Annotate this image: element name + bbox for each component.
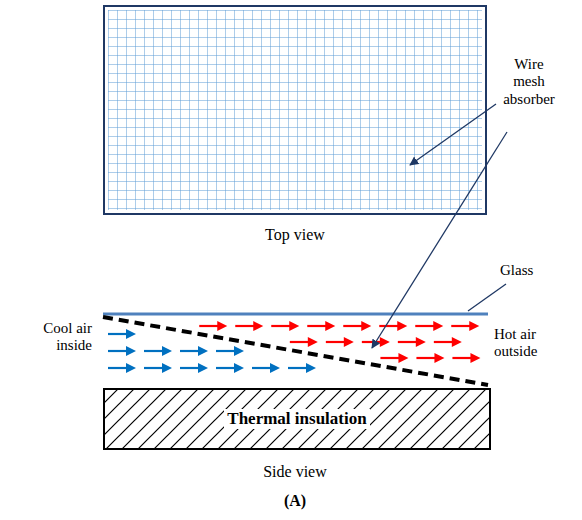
flow-arrow-head [289,321,299,331]
label-text: (A) [195,492,395,510]
flow-arrow-head [452,337,462,347]
flow-arrow [235,325,255,327]
flow-arrow [362,341,382,343]
flow-arrow-head [361,321,371,331]
mesh-outline [104,6,486,214]
flow-arrow-head [162,346,172,356]
flow-arrow [216,350,236,352]
flow-arrow-head [416,337,426,347]
flow-arrow [144,367,164,369]
flow-arrow [451,325,471,327]
air-flow [108,321,480,373]
leader-line [410,104,496,165]
label-text: Cool air inside [6,320,92,355]
flow-arrow-head [470,353,480,363]
glass-cover [103,313,488,316]
flow-arrow [380,357,400,359]
label-text: Hot air outside [494,326,578,361]
flow-arrow-head [344,337,354,347]
flow-arrow [307,325,327,327]
flow-arrow [108,367,128,369]
leader-line [372,132,507,348]
flow-arrow [108,333,128,335]
flow-arrow [452,357,472,359]
flow-arrow [343,325,363,327]
insulation-block: Thermal insulation [103,388,491,450]
flow-arrow-head [126,329,136,339]
flow-arrow [108,350,128,352]
flow-arrow-head [198,346,208,356]
flow-arrow [415,325,435,327]
insulation-outline [104,389,490,449]
flow-arrow [398,341,418,343]
flow-arrow-head [253,321,263,331]
flow-arrow-head [398,353,408,363]
label-text: Side view [195,463,395,481]
flow-arrow-head [270,363,280,373]
flow-arrow [379,325,399,327]
flow-arrow-head [198,363,208,373]
flow-arrow [288,367,308,369]
flow-arrow [271,325,291,327]
flow-arrow-head [380,337,390,347]
flow-arrow-head [433,321,443,331]
wire-mesh [108,10,482,210]
flow-arrow-head [434,353,444,363]
label-text: Glass [500,262,560,279]
flow-arrow-head [325,321,335,331]
flow-arrow-head [234,346,244,356]
flow-arrow-head [469,321,479,331]
flow-arrow [180,350,200,352]
mesh-absorber-line [103,317,488,385]
flow-arrow-head [397,321,407,331]
flow-arrow [144,350,164,352]
leader-line [468,284,506,311]
flow-arrow [290,341,310,343]
flow-arrow [199,325,219,327]
flow-arrow [416,357,436,359]
label-text: Wire mesh absorber [497,56,561,108]
flow-arrow [180,367,200,369]
flow-arrow-head [308,337,318,347]
flow-arrow-head [126,346,136,356]
flow-arrow-head [234,363,244,373]
flow-arrow [326,341,346,343]
flow-arrow-head [162,363,172,373]
flow-arrow-head [217,321,227,331]
flow-arrow-head [126,363,136,373]
flow-arrow-head [306,363,316,373]
block-label: Thermal insulation [224,409,369,429]
label-text: Top view [195,226,395,244]
flow-arrow [216,367,236,369]
flow-arrow [252,367,272,369]
flow-arrow [434,341,454,343]
